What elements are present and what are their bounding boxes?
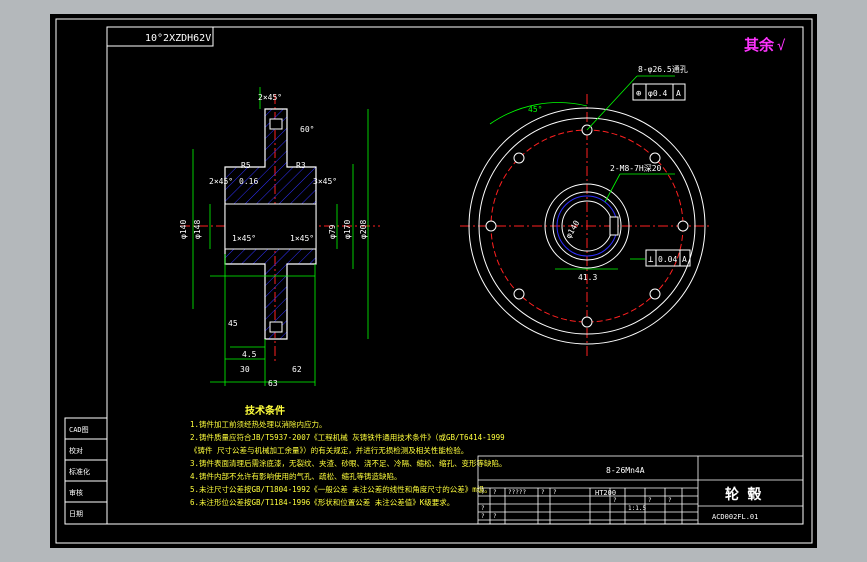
- radius-right: R3: [296, 161, 306, 170]
- radius-left: R5: [241, 161, 251, 170]
- roughness-icon: √: [777, 38, 786, 54]
- tol2-ref: A: [682, 255, 687, 264]
- hole-spec: 8-φ26.5通孔: [638, 64, 688, 74]
- dia-right-2: φ170: [343, 220, 352, 239]
- note-line: 4.铸件内部不允许有影响使用的气孔、疏松、缩孔等铸造缺陷。: [190, 471, 402, 481]
- left-label-strip: CAD图 校对 标准化 审核 日期: [64, 417, 108, 525]
- section-view: 2×45° 60° R5 R3 2×45° 0.16 3×45° 1×45° 1…: [179, 87, 380, 388]
- border-inner: [106, 26, 804, 525]
- tb-mark: ?: [613, 497, 617, 504]
- front-view: 45° 8-φ26.5通孔 2-M8-7H深20 φ140 41.3 ⊕ φ0.…: [460, 64, 710, 359]
- roughness-bottom: 45: [228, 319, 238, 328]
- rough-left: 0.16: [239, 177, 258, 186]
- bolt-hole: [513, 288, 525, 300]
- tb-mark: ?: [493, 489, 497, 496]
- tb-mark: ?: [481, 505, 485, 512]
- thread-leader: [604, 173, 621, 203]
- perpendicular-icon: ⊥: [648, 255, 654, 265]
- drawing-frame: 10°2XZDH62V 其余 √: [50, 14, 817, 548]
- tol1-value: φ0.4: [648, 89, 667, 98]
- dim-30: 30: [240, 365, 250, 374]
- title-block: [477, 455, 804, 525]
- bolt-holes: [485, 124, 689, 328]
- tb-mark: ?: [493, 513, 497, 520]
- bolt-hole: [581, 316, 593, 328]
- border-outer: [55, 18, 813, 544]
- note-line: 2.铸件质量应符合JB/T5937-2007《工程机械 灰铸铁件通用技术条件》（…: [190, 432, 505, 442]
- hub-inner-circle: [552, 191, 622, 261]
- keyway: [609, 216, 619, 236]
- tol2-value: 0.04: [658, 255, 677, 264]
- cad-drawing-canvas: 10°2XZDH62V 其余 √: [55, 18, 813, 544]
- tolerance-frame-perpendicular: ⊥ 0.04 A: [645, 249, 691, 267]
- code-box: [106, 26, 214, 47]
- thread-spec: 2-M8-7H深20: [610, 164, 662, 173]
- flange-hole-bottom: [269, 321, 283, 333]
- tb-mark: ?: [553, 489, 557, 496]
- chamfer-left: 2×45°: [209, 177, 233, 186]
- part-name: 轮 毂: [725, 486, 762, 503]
- bolt-hole: [513, 152, 525, 164]
- left-label: CAD图: [69, 426, 89, 434]
- notes-title: 技术条件: [245, 404, 285, 417]
- scale: 1:1.5: [628, 505, 646, 512]
- technical-notes: 技术条件 1.铸件加工前须经热处理以消除内应力。 2.铸件质量应符合JB/T59…: [190, 404, 507, 507]
- outer-circle: [468, 107, 706, 345]
- dia-left-2: φ148: [193, 220, 202, 239]
- tb-mark: ?: [541, 489, 545, 496]
- angle-45: 45°: [528, 105, 542, 114]
- outer-chamfer-circle: [478, 117, 696, 335]
- dim-63: 63: [268, 379, 278, 388]
- dim-45: 4.5: [242, 350, 257, 359]
- note-line: 6.未注形位公差按GB/T1184-1996《形状和位置公差 未注公差值》K级要…: [190, 497, 454, 507]
- bolt-hole: [649, 288, 661, 300]
- angle-arc: [489, 102, 588, 125]
- material: HT200: [595, 489, 616, 497]
- key-dim: 41.3: [578, 273, 597, 282]
- tb-mark: ?: [481, 489, 485, 496]
- drawing-number: ACD002FL.01: [712, 513, 758, 521]
- bolt-hole: [485, 220, 497, 232]
- dia-right-1: φ79: [328, 224, 337, 239]
- flange-hole-top: [269, 118, 283, 130]
- chamfer-right: 3×45°: [313, 177, 337, 186]
- material-code: 8-26Mn4A: [606, 466, 645, 475]
- bolt-hole: [677, 220, 689, 232]
- bore-chamfer-right: 1×45°: [290, 234, 314, 243]
- position-icon: ⊕: [636, 89, 641, 99]
- dim-62: 62: [292, 365, 302, 374]
- bore-chamfer-left: 1×45°: [232, 234, 256, 243]
- other-surfaces-mark: 其余: [744, 36, 775, 54]
- left-label: 审核: [69, 488, 83, 497]
- chamfer-top: 2×45°: [258, 93, 282, 102]
- note-line: 3.铸件表面清理后需涂底漆，无裂纹、夹渣、砂眼、浇不足、冷隔、缩松、缩孔、变形等…: [190, 458, 507, 468]
- left-label: 校对: [69, 446, 83, 455]
- tol1-ref: A: [676, 89, 681, 98]
- left-label: 标准化: [69, 467, 90, 476]
- bore-label: φ140: [564, 219, 582, 240]
- dia-left-1: φ140: [179, 220, 188, 239]
- tb-mark: ?????: [508, 489, 526, 496]
- bolt-hole: [649, 152, 661, 164]
- dia-right-3: φ208: [359, 220, 368, 239]
- tb-mark: ?: [668, 497, 672, 504]
- hole-leader: [586, 75, 638, 131]
- angle-top: 60°: [300, 125, 314, 134]
- note-line: 5.未注尺寸公差按GB/T1804-1992《一般公差 未注公差的线性和角度尺寸…: [190, 484, 492, 494]
- tb-mark: ?: [481, 513, 485, 520]
- top-left-code: 10°2XZDH62V: [145, 33, 211, 44]
- note-line: 《铸件 尺寸公差与机械加工余量》）的有关规定，并进行无损检测及相关性能检验。: [190, 445, 468, 455]
- hub-outer-circle: [544, 183, 630, 269]
- hub-bore: [224, 203, 317, 250]
- note-line: 1.铸件加工前须经热处理以消除内应力。: [190, 419, 327, 429]
- left-label: 日期: [69, 510, 83, 518]
- tolerance-frame-position: ⊕ φ0.4 A: [632, 83, 686, 101]
- tb-mark: ?: [648, 497, 652, 504]
